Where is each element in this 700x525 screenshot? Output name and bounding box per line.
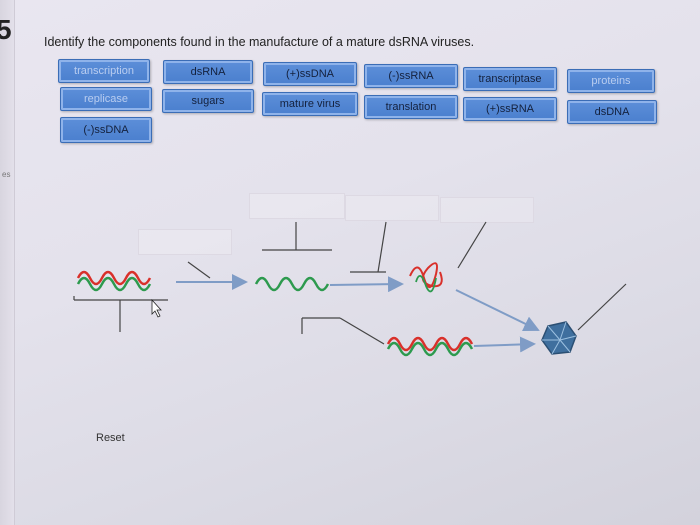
label-line-3 bbox=[350, 222, 386, 272]
dsrna-strand-icon bbox=[78, 272, 150, 290]
pointer-line-1 bbox=[188, 262, 210, 278]
ssrna-strand-icon bbox=[256, 278, 328, 290]
label-line-left bbox=[74, 296, 168, 332]
dsrna-product-icon bbox=[388, 338, 472, 355]
arrow-5 bbox=[474, 344, 534, 346]
label-line-5 bbox=[302, 318, 340, 334]
arrow-2 bbox=[330, 284, 402, 285]
label-line-2 bbox=[262, 222, 332, 250]
mouse-cursor-icon bbox=[152, 300, 161, 317]
tangled-rna-icon bbox=[410, 263, 442, 291]
label-line-4 bbox=[458, 222, 486, 268]
arrow-3 bbox=[456, 290, 538, 330]
arrow-4 bbox=[340, 318, 384, 344]
label-line-6 bbox=[578, 284, 626, 330]
reset-button[interactable]: Reset bbox=[96, 432, 125, 444]
virus-capsid-icon bbox=[542, 322, 576, 354]
